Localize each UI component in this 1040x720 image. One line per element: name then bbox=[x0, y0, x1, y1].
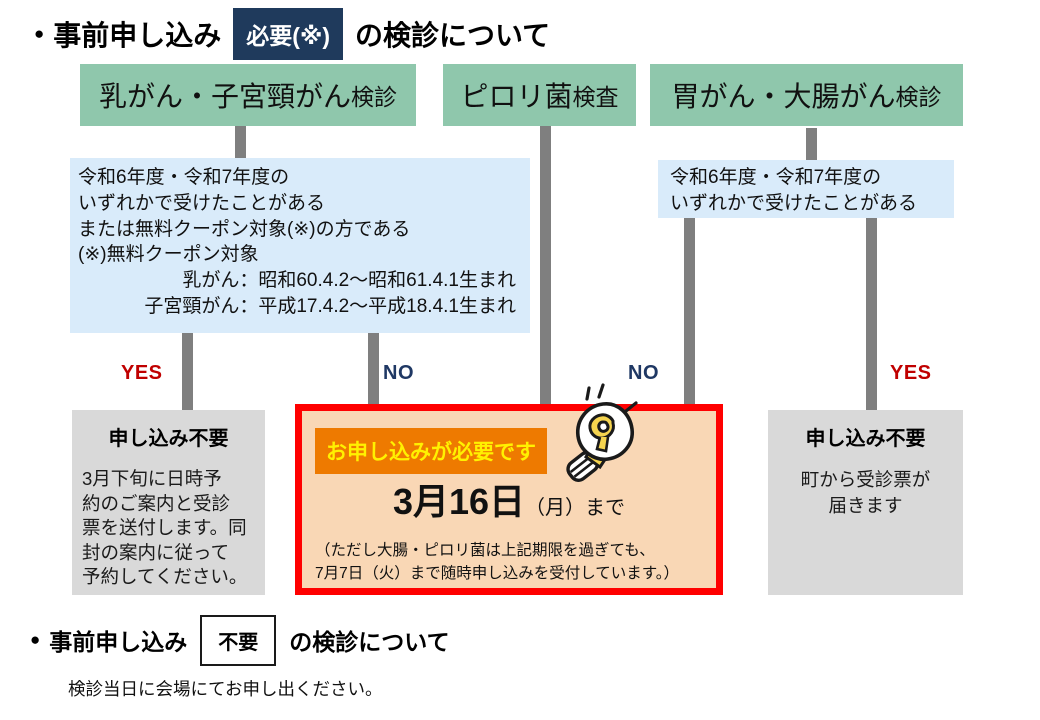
deadline-date-suffix: （月）まで bbox=[525, 497, 626, 519]
application-note-line: （ただし大腸・ピロリ菌は上記期限を過ぎても、 bbox=[315, 542, 655, 559]
header-pylori-test: ピロリ菌検査 bbox=[443, 64, 636, 126]
heading-prebooking-not-required: ● 事前申し込み 不要 の検診について bbox=[30, 614, 450, 666]
result-left-line: 予約してください。 bbox=[82, 566, 248, 588]
label-no-left: NO bbox=[383, 362, 414, 384]
condition-left-line: いずれかで受けたことがある bbox=[78, 192, 326, 214]
result-left-title: 申し込み不要 bbox=[108, 428, 229, 450]
heading-not-required-prefix: 事前申し込み bbox=[49, 629, 188, 655]
result-left-line: 約のご案内と受診 bbox=[82, 492, 231, 514]
connector-pylori-to-apply bbox=[540, 124, 551, 408]
header-breast-main: 乳がん・子宮頸がん bbox=[98, 81, 351, 112]
not-required-badge: 不要 bbox=[200, 614, 277, 666]
condition-left-line: (※)無料クーポン対象 bbox=[78, 244, 259, 266]
bullet-icon: ● bbox=[30, 630, 41, 649]
result-right-line: 届きます bbox=[828, 494, 903, 516]
condition-box-right: 令和6年度・令和7年度の いずれかで受けたことがある bbox=[658, 160, 954, 218]
required-badge: 必要(※) bbox=[233, 8, 343, 60]
label-yes-right: YES bbox=[890, 362, 932, 384]
heading-prebooking-required: ● 事前申し込み 必要(※) の検診について bbox=[34, 8, 550, 60]
condition-right-line: いずれかで受けたことがある bbox=[670, 192, 918, 214]
label-yes-left: YES bbox=[121, 362, 163, 384]
condition-left-line: 令和6年度・令和7年度の bbox=[78, 167, 290, 188]
condition-left-line: または無料クーポン対象(※)の方である bbox=[78, 218, 411, 240]
condition-left-line: 乳がん：昭和60.4.2～昭和61.4.1生まれ bbox=[182, 270, 516, 292]
header-breast-sub: 検診 bbox=[351, 84, 397, 110]
connector-stomach-to-condition bbox=[806, 128, 817, 162]
heading-not-required-suffix: の検診について bbox=[289, 629, 450, 655]
heading-required-suffix: の検診について bbox=[354, 20, 551, 51]
result-right-title: 申し込み不要 bbox=[805, 428, 926, 450]
result-box-no-application-left: 申し込み不要 3月下旬に日時予 約のご案内と受診 票を送付します。同 封の案内に… bbox=[72, 410, 265, 595]
condition-left-line: 子宮頸がん：平成17.4.2～平成18.4.1生まれ bbox=[144, 296, 516, 318]
on-site-application-note: 検診当日に会場にてお申し出ください。 bbox=[68, 679, 383, 699]
result-right-line: 町から受診票が bbox=[800, 469, 931, 490]
result-left-line: 3月下旬に日時予 bbox=[82, 468, 222, 489]
application-note: （ただし大腸・ピロリ菌は上記期限を過ぎても、 7月7日（火）まで随時申し込みを受… bbox=[315, 539, 679, 586]
connector-yes-left bbox=[182, 331, 193, 413]
connector-breast-to-condition bbox=[235, 124, 246, 160]
application-required-box: お申し込みが必要です 3月16日（月）まで （ただし大腸・ピロリ菌は上記期限を過… bbox=[295, 404, 723, 595]
label-no-center: NO bbox=[628, 362, 659, 384]
result-left-line: 票を送付します。同 bbox=[82, 517, 247, 539]
deadline-date: 3月16日 bbox=[392, 481, 526, 522]
application-note-line: 7月7日（火）まで随時申し込みを受付しています。） bbox=[315, 565, 679, 583]
heading-required-prefix: 事前申し込み bbox=[53, 20, 222, 51]
connector-no-left bbox=[368, 331, 379, 409]
bullet-icon: ● bbox=[34, 24, 45, 43]
application-deadline: 3月16日（月）まで bbox=[302, 473, 716, 525]
result-right-body: 町から受診票が 届きます bbox=[768, 467, 963, 519]
connector-no-right bbox=[684, 216, 695, 408]
header-stomach-colon-screening: 胃がん・大腸がん検診 bbox=[650, 64, 963, 126]
connector-yes-right bbox=[866, 216, 877, 414]
header-pylori-sub: 検査 bbox=[572, 84, 619, 110]
header-pylori-main: ピロリ菌 bbox=[460, 81, 573, 112]
lightbulb-icon bbox=[566, 383, 638, 482]
header-stomach-sub: 検診 bbox=[895, 84, 942, 110]
condition-box-left: 令和6年度・令和7年度の いずれかで受けたことがある または無料クーポン対象(※… bbox=[70, 158, 530, 333]
condition-right-line: 令和6年度・令和7年度の bbox=[670, 167, 882, 188]
result-box-no-application-right: 申し込み不要 町から受診票が 届きます bbox=[768, 410, 963, 595]
application-required-badge: お申し込みが必要です bbox=[315, 428, 547, 474]
header-stomach-main: 胃がん・大腸がん bbox=[671, 81, 896, 112]
header-breast-cervical-screening: 乳がん・子宮頸がん検診 bbox=[80, 64, 416, 126]
result-left-body: 3月下旬に日時予 約のご案内と受診 票を送付します。同 封の案内に従って 予約し… bbox=[72, 467, 265, 590]
result-left-line: 封の案内に従って bbox=[82, 541, 230, 563]
